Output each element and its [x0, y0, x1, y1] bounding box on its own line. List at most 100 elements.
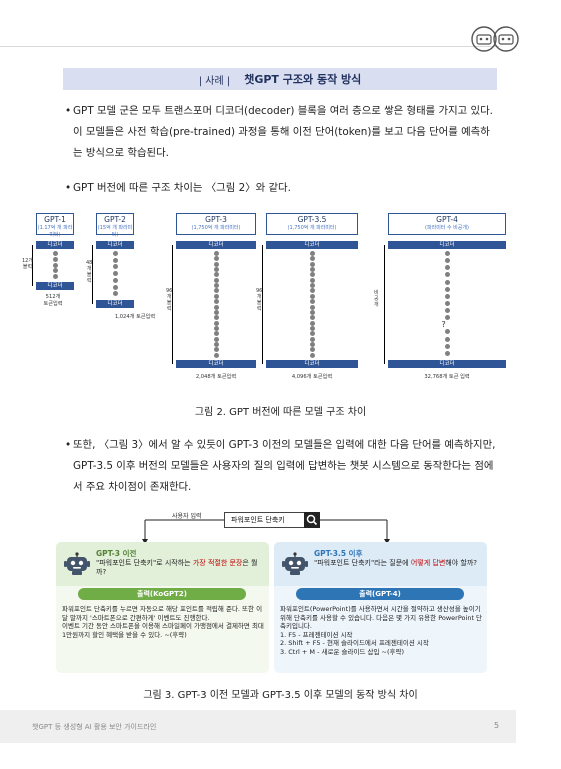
bullet: •	[65, 105, 72, 117]
layer-dot	[444, 336, 450, 342]
layer-dot	[112, 271, 118, 277]
layer-dot	[444, 265, 450, 271]
layer-dot	[444, 279, 450, 285]
layer-dot	[52, 268, 58, 274]
layer-dot	[444, 329, 450, 335]
search-text: 파워포인트 단축키	[231, 516, 285, 524]
layer-dot	[112, 251, 118, 256]
layer-dot	[213, 261, 219, 267]
decoder-block: 디코더	[266, 241, 358, 249]
layer-bracket	[32, 245, 33, 286]
decoder-block: 디코더	[176, 360, 256, 368]
model-box-4: GPT-3.5(1,750억 개 파라미터)	[266, 213, 358, 235]
decoder-block: 디코더	[388, 241, 506, 249]
layer-dot	[112, 284, 118, 290]
layer-dot	[213, 256, 219, 262]
layer-dot	[309, 347, 315, 353]
layer-dot	[444, 315, 450, 321]
token-input-label: 4,096개 토큰입력	[291, 374, 333, 380]
token-input-label: 1,024개 토큰입력	[114, 314, 156, 320]
layer-dot	[444, 286, 450, 292]
layer-dot	[309, 315, 315, 321]
model-params: (1,750억 개 파라미터)	[191, 225, 241, 231]
robot-icon	[64, 552, 90, 575]
layer-dot	[444, 350, 450, 356]
answer-text: 파워포인트(PowerPoint)를 사용하면서 시간을 절약하고 생산성을 높…	[280, 605, 483, 656]
layer-dot	[309, 267, 315, 273]
page-number: 5	[494, 721, 500, 730]
generation-label: GPT-3 이전	[96, 549, 137, 558]
layer-dot	[213, 352, 219, 358]
model-name: GPT-2	[104, 215, 126, 224]
layer-dot	[309, 309, 315, 315]
card-header: GPT-3 이전 "파워포인트 단축키"로 시작하는 가장 적절한 문장은 뭘까…	[56, 542, 269, 586]
robot-icon	[282, 552, 308, 575]
layer-dot	[309, 283, 315, 289]
layer-count-label: 비 공 개	[374, 290, 379, 308]
layer-dot	[112, 264, 118, 270]
figure-3-caption: 그림 3. GPT-3 이전 모델과 GPT-3.5 이후 모델의 동작 방식 …	[143, 690, 418, 701]
model-params: (15억 개 파라미터)	[97, 225, 133, 238]
card-header: GPT-3.5 이후 "파워포인트 단축키"라는 질문에 어떻게 답변해야 할까…	[274, 542, 487, 586]
answer-text: 파워포인트 단축키를 누르면 자동으로 해당 포인트를 적립해 준다. 또한 이…	[62, 605, 264, 639]
layer-dot	[309, 304, 315, 310]
layer-dot	[309, 293, 315, 299]
layer-dot	[309, 251, 315, 256]
model-box-1: GPT-1(1.17억 개 파라미터)	[36, 213, 74, 238]
logo-icon	[471, 26, 519, 52]
layer-dot	[112, 291, 118, 297]
bullet: •	[65, 439, 72, 451]
model-name: GPT-3.5	[297, 215, 327, 224]
layer-dot	[112, 277, 118, 283]
layer-count-label: 12개 블럭	[22, 258, 33, 270]
question-text: "파워포인트 단축키"라는 질문에 어떻게 답변해야 할까?	[314, 559, 484, 568]
layer-dot	[213, 304, 219, 310]
layer-dot	[309, 272, 315, 278]
model-box-5: GPT-4(파라미터 수 비공개)	[388, 213, 506, 235]
footer-text: 챗GPT 등 생성형 AI 활용 보안 가이드라인	[32, 723, 157, 731]
model-box-3: GPT-3(1,750억 개 파라미터)	[176, 213, 256, 235]
layer-dot	[444, 258, 450, 264]
paragraph-text: GPT 모델 군은 모두 트랜스포머 디코더(decoder) 블록을 여러 층…	[73, 105, 493, 159]
layer-dot	[52, 274, 58, 280]
paragraph-1: • GPT 모델 군은 모두 트랜스포머 디코더(decoder) 블록을 여러…	[65, 101, 497, 164]
layer-dot	[213, 299, 219, 305]
layer-dot	[213, 325, 219, 331]
layer-bracket	[262, 245, 263, 364]
search-icon	[304, 512, 320, 528]
figure-2-caption: 그림 2. GPT 버전에 따른 모델 구조 차이	[194, 407, 367, 418]
layer-dot	[52, 251, 58, 256]
bullet: •	[65, 182, 72, 194]
model-params: (1.17억 개 파라미터)	[37, 225, 73, 238]
search-box: 파워포인트 단축키	[224, 512, 320, 528]
decoder-block: 디코더	[176, 241, 256, 249]
layer-count-label: 96 개 블 럭	[256, 288, 263, 312]
model-box-2: GPT-2(15억 개 파라미터)	[96, 213, 134, 238]
layer-dot	[213, 277, 219, 283]
layer-dot	[309, 277, 315, 283]
layer-dot	[112, 257, 118, 263]
decoder-block: 디코더	[36, 282, 74, 290]
layer-dot	[213, 331, 219, 337]
layer-dot	[213, 320, 219, 326]
question-post: 은 뭘까?	[96, 559, 258, 576]
layer-dot	[213, 267, 219, 273]
layer-dot	[309, 261, 315, 267]
layer-dot	[213, 309, 219, 315]
layer-dot	[309, 341, 315, 347]
layer-dot	[309, 325, 315, 331]
unknown-layers-mark: ?	[441, 320, 446, 330]
layer-dot	[444, 343, 450, 349]
layer-bracket	[384, 245, 385, 364]
token-input-label: 2,048개 토큰입력	[195, 374, 237, 380]
layer-dot	[213, 251, 219, 256]
model-params: (1,750억 개 파라미터)	[287, 225, 337, 231]
token-input-label: 32,768개 토큰 입력	[424, 374, 470, 380]
section-title: 챗GPT 구조와 동작 방식	[244, 73, 362, 86]
layer-dot	[213, 272, 219, 278]
layer-bracket	[172, 245, 173, 364]
layer-bracket	[92, 245, 93, 304]
layer-dot	[213, 283, 219, 289]
layer-dot	[213, 315, 219, 321]
